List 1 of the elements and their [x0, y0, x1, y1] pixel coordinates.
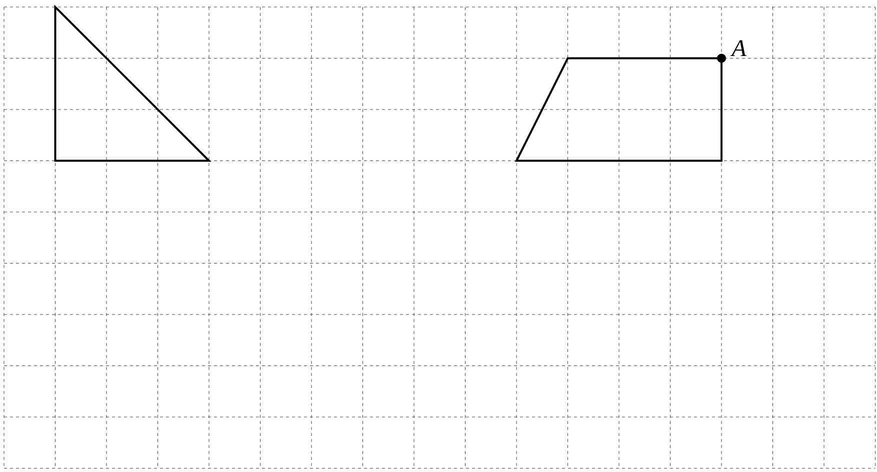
point-label: A: [730, 40, 746, 56]
